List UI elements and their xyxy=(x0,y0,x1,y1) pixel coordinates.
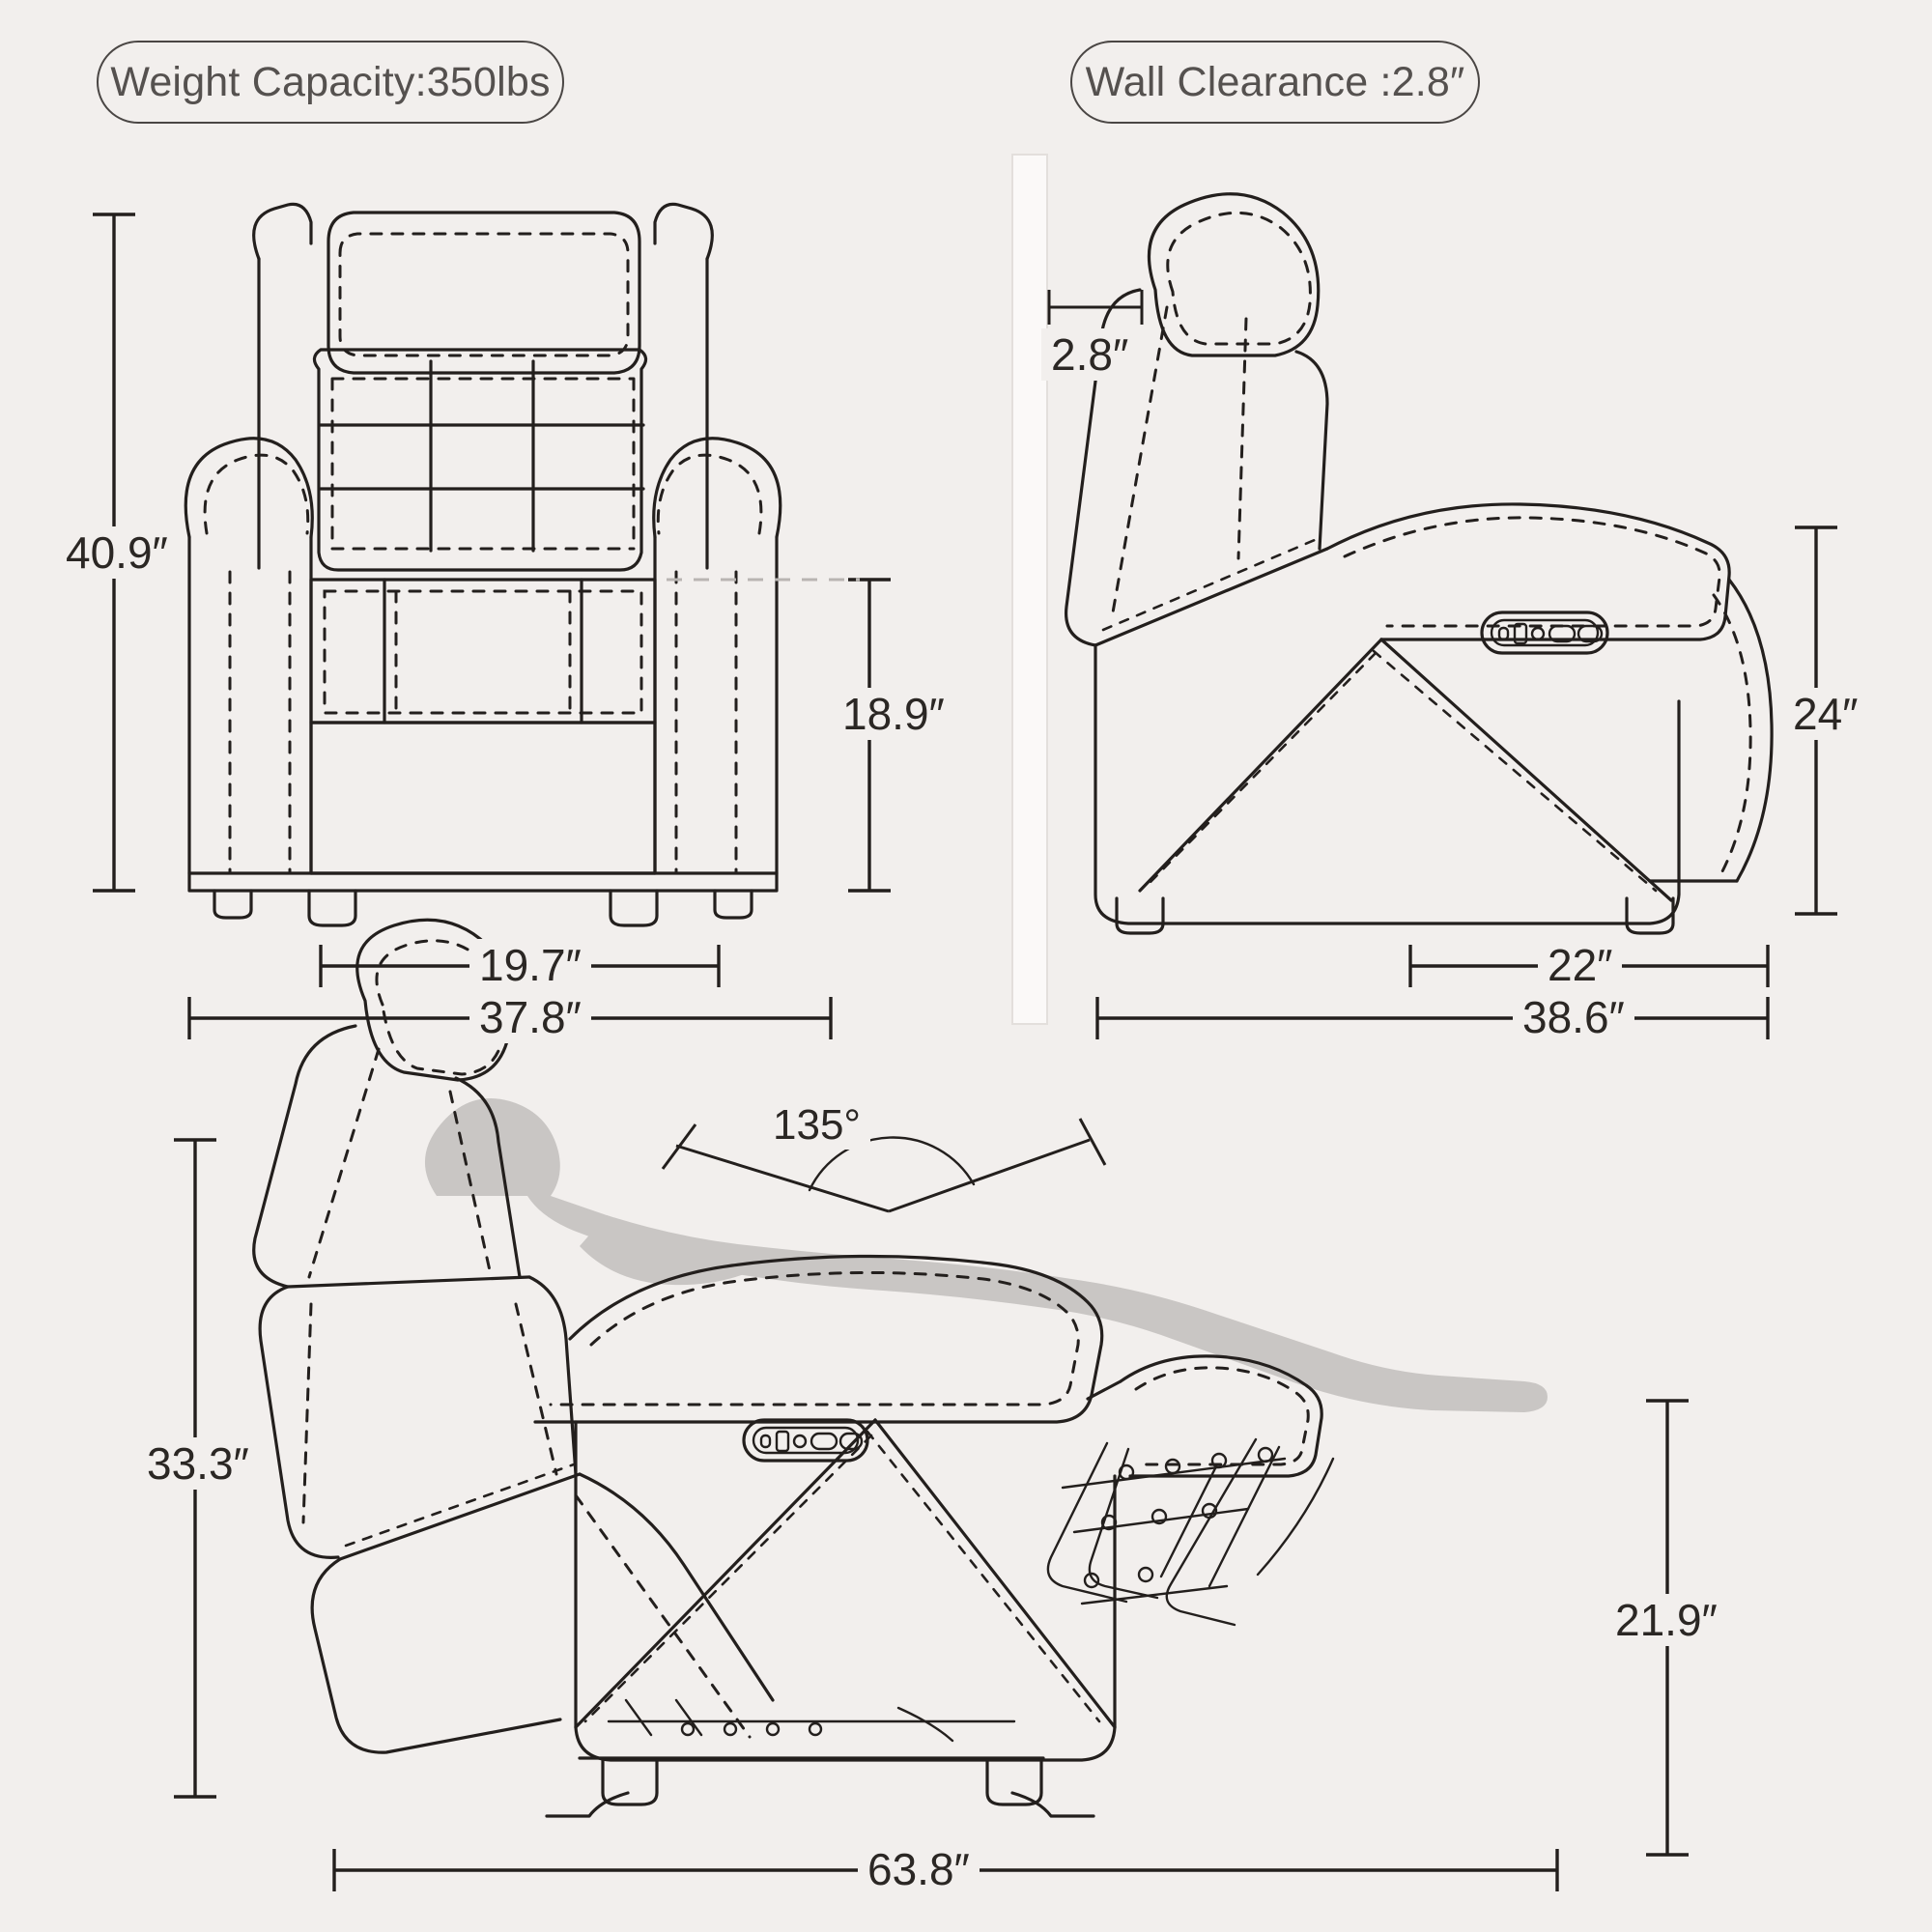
side-view-wall xyxy=(1011,154,1048,1025)
front-view-chair xyxy=(184,202,782,927)
dimension-label-seat-width: 19.7″ xyxy=(469,939,591,991)
recliner-mechanism xyxy=(1046,1437,1335,1627)
badge-weight-capacity: Weight Capacity:350lbs xyxy=(97,41,564,124)
person-silhouette xyxy=(424,1098,1548,1412)
recline-angle-indicator xyxy=(661,1118,1107,1213)
reclined-chair xyxy=(252,918,1335,1818)
dimension-label-wall-clearance-gap: 2.8″ xyxy=(1041,328,1139,381)
dimension-label-reclined-height: 33.3″ xyxy=(137,1437,259,1490)
side-view-chair xyxy=(1064,192,1774,935)
reclined-view-dimension-lines xyxy=(174,1118,1689,1891)
dimension-label-seat-height: 18.9″ xyxy=(833,688,954,740)
badge-wall-clearance: Wall Clearance :2.8″ xyxy=(1070,41,1480,124)
badge-wall-clearance-label: Wall Clearance :2.8″ xyxy=(1085,58,1465,105)
dimension-label-overall-height: 40.9″ xyxy=(56,526,178,579)
dimension-label-overall-width: 37.8″ xyxy=(469,991,591,1043)
dimension-label-footrest-height: 21.9″ xyxy=(1605,1594,1727,1646)
badge-weight-capacity-label: Weight Capacity:350lbs xyxy=(110,58,551,105)
dimension-label-reclined-length: 63.8″ xyxy=(858,1843,980,1895)
front-view-dimension-lines xyxy=(93,213,891,1039)
dimension-label-seat-back-height: 24″ xyxy=(1783,688,1868,740)
reclined-control-panel xyxy=(742,1418,869,1463)
dimension-label-overall-depth: 38.6″ xyxy=(1513,991,1634,1043)
dimension-label-seat-depth: 22″ xyxy=(1538,939,1623,991)
side-view-dimension-lines xyxy=(1047,290,1837,1039)
side-view-control-panel xyxy=(1480,611,1609,655)
front-mechanism xyxy=(607,1698,1016,1743)
dimension-label-recline-angle: 135° xyxy=(763,1101,871,1150)
